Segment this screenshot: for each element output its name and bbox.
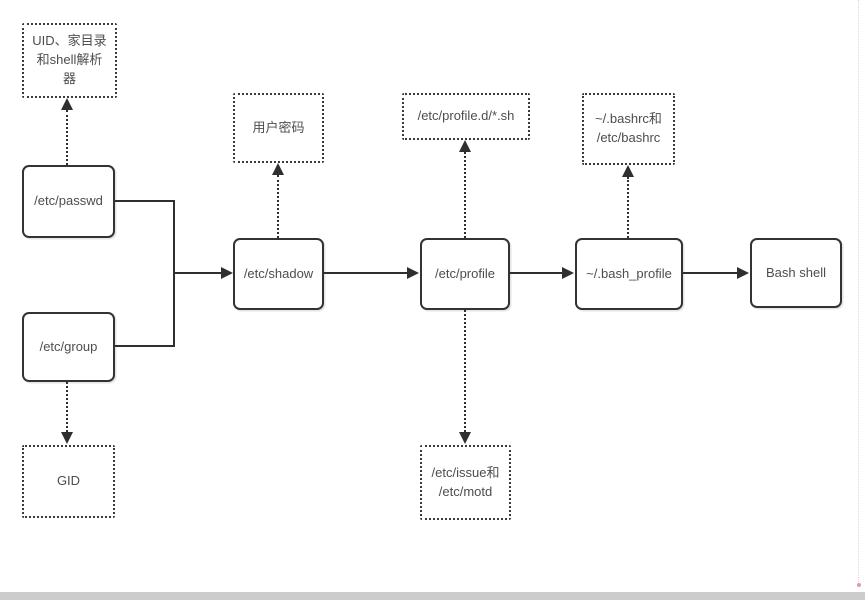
edge-passwd-branch-line — [115, 200, 175, 202]
arrowhead-up-icon — [459, 140, 471, 152]
node-uid-home-shell-parser: UID、家目录 和shell解析 器 — [22, 23, 117, 98]
page-boundary-line — [858, 0, 859, 584]
edge-bashprofile-to-bashrc-line — [627, 177, 629, 238]
node-label-line: /etc/motd — [438, 483, 493, 499]
node-bashrc: ~/.bashrc和 /etc/bashrc — [582, 93, 675, 165]
node-label: /etc/passwd — [34, 193, 103, 209]
arrowhead-down-icon — [61, 432, 73, 444]
node-label: /etc/issue和 /etc/motd — [432, 464, 500, 502]
edge-profile-to-profiled-line — [464, 152, 466, 238]
arrowhead-right-icon — [737, 267, 749, 279]
node-label-line: 器 — [62, 70, 76, 86]
node-gid: GID — [22, 445, 115, 518]
edge-group-branch-line — [115, 345, 175, 347]
arrowhead-right-icon — [407, 267, 419, 279]
arrowhead-down-icon — [459, 432, 471, 444]
bottom-gray-bar — [0, 592, 865, 600]
node-user-password: 用户密码 — [233, 93, 324, 163]
node-label: GID — [56, 473, 81, 489]
edge-shadow-to-profile-line — [324, 272, 408, 274]
node-label: UID、家目录 和shell解析 器 — [32, 32, 106, 89]
node-bash-shell: Bash shell — [750, 238, 842, 308]
arrowhead-up-icon — [61, 98, 73, 110]
node-label: /etc/profile.d/*.sh — [417, 108, 515, 124]
node-etc-issue-motd: /etc/issue和 /etc/motd — [420, 445, 511, 520]
page-boundary-marker — [857, 583, 861, 587]
arrowhead-right-icon — [562, 267, 574, 279]
arrowhead-up-icon — [272, 163, 284, 175]
node-label-line: /etc/bashrc — [596, 130, 661, 145]
node-label: ~/.bashrc和 /etc/bashrc — [595, 110, 662, 148]
edge-merge-to-shadow-line — [173, 272, 222, 274]
node-bash-profile: ~/.bash_profile — [575, 238, 683, 310]
edge-passwd-to-uid-line — [66, 110, 68, 165]
node-label: ~/.bash_profile — [586, 265, 672, 281]
node-etc-passwd: /etc/passwd — [22, 165, 115, 238]
node-label-line: /etc/issue和 — [431, 464, 500, 480]
node-label: /etc/group — [39, 338, 98, 354]
node-label: 用户密码 — [252, 119, 305, 135]
edge-bashprofile-to-bashshell-line — [683, 272, 738, 274]
node-label: /etc/profile — [435, 265, 495, 281]
node-label-line: ~/.bashrc和 — [595, 111, 662, 127]
node-label: Bash shell — [766, 264, 826, 280]
node-etc-shadow: /etc/shadow — [233, 238, 324, 310]
edge-profile-to-bashprofile-line — [510, 272, 563, 274]
edge-group-to-gid-line — [66, 382, 68, 432]
node-etc-group: /etc/group — [22, 312, 115, 382]
arrowhead-right-icon — [221, 267, 233, 279]
node-label-line: UID、家目录 — [32, 33, 107, 49]
node-label-line: 和shell解析 — [36, 52, 103, 68]
edge-profile-to-issue-line — [464, 310, 466, 432]
node-label: /etc/shadow — [243, 265, 314, 281]
node-etc-profile-d: /etc/profile.d/*.sh — [402, 93, 530, 140]
node-etc-profile: /etc/profile — [420, 238, 510, 310]
arrowhead-up-icon — [622, 165, 634, 177]
edge-shadow-to-password-line — [277, 175, 279, 238]
